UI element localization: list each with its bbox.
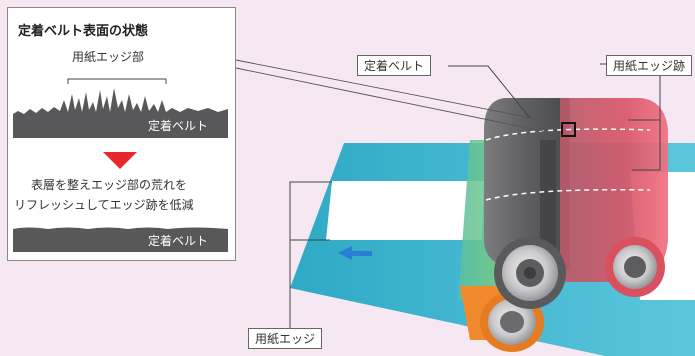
belt-label-before: 定着ベルト xyxy=(148,119,209,133)
leader-edge-mark-1 xyxy=(632,74,661,171)
panel-graphics xyxy=(13,78,228,252)
leader-fixing-belt xyxy=(448,65,531,119)
paper-direction-arrow xyxy=(338,246,372,260)
belt-edge-line-top xyxy=(485,128,651,141)
paper-sheet-left xyxy=(326,181,484,240)
rough-belt-surface xyxy=(13,88,228,138)
callout-fixing-belt: 定着ベルト xyxy=(357,55,432,76)
edge-area-bracket xyxy=(67,78,167,84)
zoom-marker xyxy=(561,122,576,137)
zoom-leader-top xyxy=(235,59,563,125)
heat-roller-axle xyxy=(624,256,646,278)
leader-paper-edge-1 xyxy=(289,181,332,328)
callout-paper-edge-mark: 用紙エッジ跡 xyxy=(606,55,693,76)
orange-roller-axle xyxy=(500,311,524,333)
description-line-2: リフレッシュしてエッジ跡を低減 xyxy=(14,198,194,212)
improvement-arrow xyxy=(103,152,137,169)
smooth-belt-surface xyxy=(13,227,228,252)
description-line-1: 表層を整えエッジ部の荒れを xyxy=(31,178,188,192)
zoom-leader-bottom xyxy=(235,67,563,136)
belt-label-after: 定着ベルト xyxy=(148,234,209,248)
panel-title: 定着ベルト表面の状態 xyxy=(18,24,149,39)
belt-edge-line-bottom xyxy=(485,188,651,201)
callout-paper-edge: 用紙エッジ xyxy=(248,328,323,349)
belt-inner-shadow xyxy=(540,140,556,260)
belt-surface-panel: 定着ベルト表面の状態 用紙エッジ部 定着ベルト 表層を整えエッジ部の荒れを リフ… xyxy=(7,7,236,261)
paper-edge-area-label: 用紙エッジ部 xyxy=(72,50,145,64)
